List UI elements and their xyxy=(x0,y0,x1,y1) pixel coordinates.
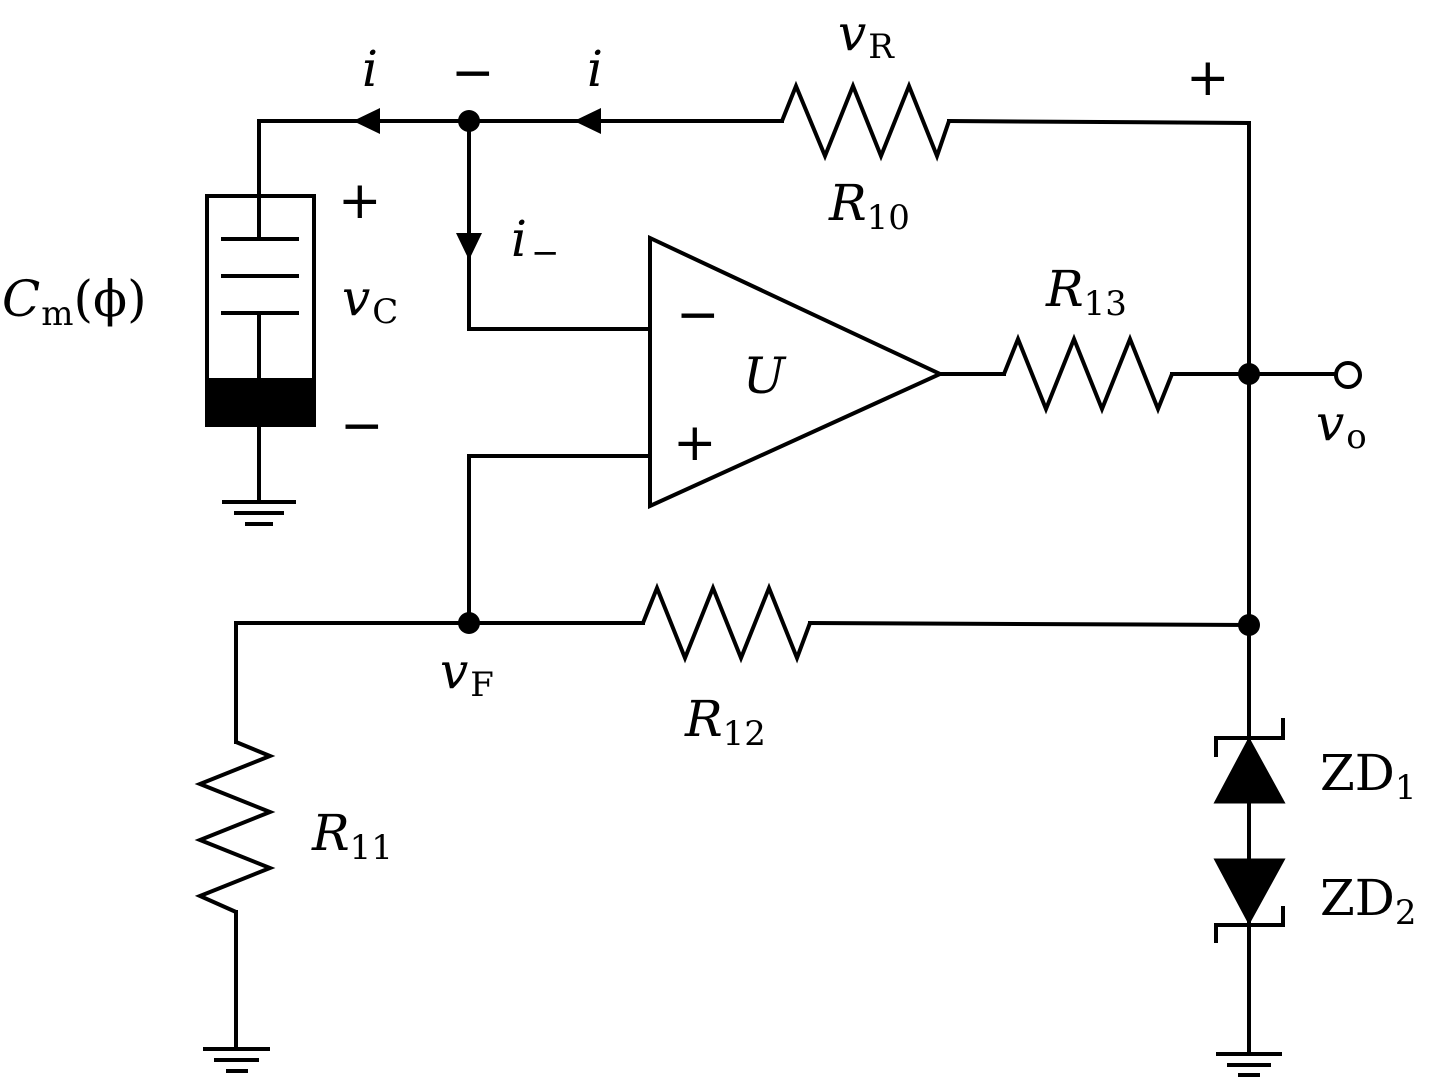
wire-top-left xyxy=(257,119,784,192)
arrow-current-down-icon xyxy=(456,233,482,260)
label-r13: R13 xyxy=(1045,260,1127,324)
label-vo: vo xyxy=(1316,394,1367,457)
resistor-r10 xyxy=(780,80,951,162)
resistor-r11 xyxy=(194,740,276,914)
zener-zd2 xyxy=(1213,858,1286,943)
sign-cap-plus: + xyxy=(338,171,382,231)
label-vc: vC xyxy=(342,269,398,332)
label-r10: R10 xyxy=(828,174,910,238)
node-dot-output xyxy=(1238,363,1260,385)
wire-vf-line xyxy=(234,621,645,744)
sign-vr-minus: − xyxy=(451,43,495,103)
wire-r12-right xyxy=(807,620,1252,628)
label-r12: R12 xyxy=(684,690,766,754)
node-dots xyxy=(458,110,1362,636)
capacitor-dielectric xyxy=(207,378,314,425)
capacitor-cm xyxy=(205,190,316,427)
label-opamp: U xyxy=(743,347,787,405)
node-dot-inverting xyxy=(458,110,480,132)
label-current-minus: i− xyxy=(511,210,560,273)
wire-top-right xyxy=(946,118,1251,1054)
ground-r11-icon xyxy=(203,1047,270,1073)
label-zd1: ZD1 xyxy=(1320,744,1416,808)
zener-zd1 xyxy=(1213,718,1286,804)
wire-inverting-input xyxy=(467,119,652,331)
ground-capacitor-icon xyxy=(222,500,296,526)
label-vf: vF xyxy=(440,642,494,705)
label-capacitor: Cm(ϕ) xyxy=(2,270,147,334)
zener-zd2-triangle-icon xyxy=(1213,858,1286,926)
label-vr: vR xyxy=(838,4,895,67)
resistor-r12 xyxy=(641,582,812,664)
sign-vr-plus: + xyxy=(1186,48,1230,108)
label-zd2: ZD2 xyxy=(1320,869,1416,933)
resistor-r13 xyxy=(1002,333,1174,415)
zener-zd2-bar xyxy=(1214,906,1285,943)
arrow-current-right-icon xyxy=(574,108,601,134)
label-current-left: i xyxy=(362,40,378,98)
opamp-triangle xyxy=(648,234,945,510)
ground-zener-icon xyxy=(1216,1052,1282,1077)
arrow-current-left-icon xyxy=(353,108,380,134)
node-dot-vf xyxy=(458,612,480,634)
zener-zd1-triangle-icon xyxy=(1213,736,1286,804)
output-terminal xyxy=(1334,361,1362,389)
sign-opamp-plus: + xyxy=(673,413,717,473)
wires xyxy=(234,118,1339,1054)
label-current-right: i xyxy=(587,40,603,98)
label-r11: R11 xyxy=(311,804,393,868)
current-arrows xyxy=(353,108,601,260)
wire-noninverting-input xyxy=(467,454,652,625)
node-dot-r12 xyxy=(1238,614,1260,636)
sign-opamp-minus: − xyxy=(676,285,720,345)
sign-cap-minus: − xyxy=(340,396,384,456)
